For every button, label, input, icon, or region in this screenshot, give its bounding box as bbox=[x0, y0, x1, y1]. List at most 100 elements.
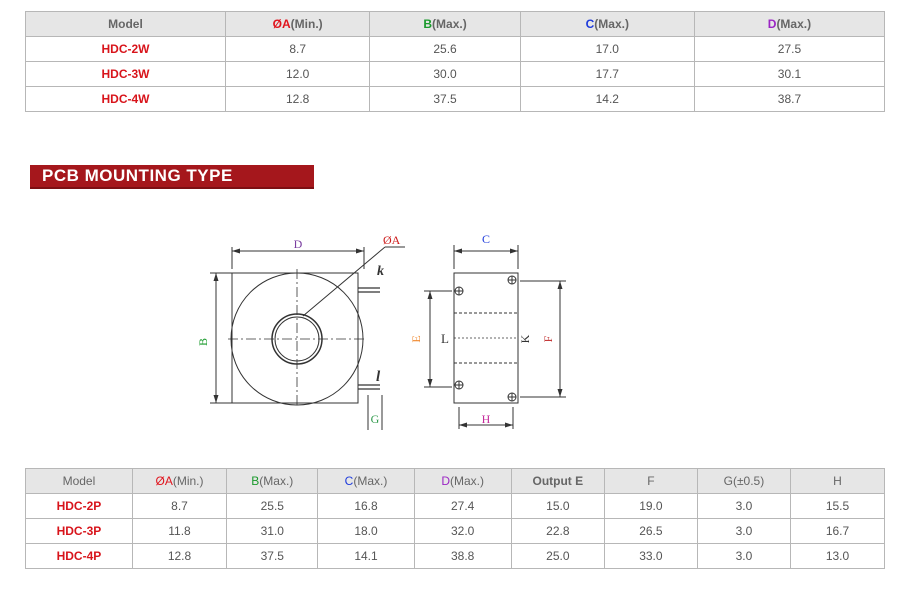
value-cell: 17.7 bbox=[519, 61, 695, 87]
value-cell: 27.4 bbox=[413, 493, 512, 519]
value-cell: 37.5 bbox=[226, 543, 319, 569]
value-cell: 16.8 bbox=[317, 493, 415, 519]
value-cell: 15.0 bbox=[510, 493, 605, 519]
value-cell: 38.7 bbox=[693, 86, 886, 112]
label-k-side: K bbox=[518, 334, 532, 343]
header-label: (Max.) bbox=[432, 17, 467, 31]
column-header: B(Max.) bbox=[369, 11, 521, 37]
column-header: C(Max.) bbox=[317, 468, 415, 494]
header-label: Output E bbox=[532, 474, 584, 488]
column-header: G(±0.5) bbox=[696, 468, 792, 494]
value-cell: 11.8 bbox=[131, 518, 228, 544]
value-cell: 17.0 bbox=[519, 36, 695, 62]
value-cell: 19.0 bbox=[603, 493, 698, 519]
header-letter: B bbox=[423, 17, 433, 31]
header-label: (Min.) bbox=[290, 17, 323, 31]
value-cell: 32.0 bbox=[413, 518, 512, 544]
value-cell: 12.8 bbox=[224, 86, 371, 112]
label-f: F bbox=[541, 335, 555, 342]
value-cell: 13.0 bbox=[790, 543, 885, 569]
model-cell: HDC-3P bbox=[25, 518, 133, 544]
label-l-side: L bbox=[441, 331, 449, 346]
column-header: ØA(Min.) bbox=[131, 468, 228, 494]
value-cell: 25.6 bbox=[369, 36, 521, 62]
header-letter: ØA bbox=[272, 17, 291, 31]
label-g: G bbox=[371, 412, 380, 426]
header-label: (Max.) bbox=[594, 17, 629, 31]
header-label: (Max.) bbox=[776, 17, 812, 31]
model-cell: HDC-4P bbox=[25, 543, 133, 569]
value-cell: 14.2 bbox=[519, 86, 695, 112]
header-label: Model bbox=[108, 17, 143, 31]
value-cell: 15.5 bbox=[790, 493, 885, 519]
value-cell: 3.0 bbox=[696, 518, 792, 544]
value-cell: 27.5 bbox=[693, 36, 886, 62]
value-cell: 22.8 bbox=[510, 518, 605, 544]
column-header: B(Max.) bbox=[226, 468, 319, 494]
label-d: D bbox=[294, 237, 303, 251]
column-header: H bbox=[790, 468, 885, 494]
column-header: Model bbox=[25, 468, 133, 494]
model-cell: HDC-2P bbox=[25, 493, 133, 519]
header-label: (Max.) bbox=[449, 474, 484, 488]
header-label: (Max.) bbox=[353, 474, 388, 488]
model-cell: HDC-3W bbox=[25, 61, 226, 87]
value-cell: 8.7 bbox=[131, 493, 228, 519]
label-k: k bbox=[377, 264, 384, 279]
label-l: l bbox=[376, 369, 381, 385]
value-cell: 25.5 bbox=[226, 493, 319, 519]
section-title: PCB MOUNTING TYPE bbox=[30, 165, 314, 189]
value-cell: 14.1 bbox=[317, 543, 415, 569]
label-b: B bbox=[196, 338, 210, 346]
header-label: (Max.) bbox=[259, 474, 294, 488]
value-cell: 12.0 bbox=[224, 61, 371, 87]
value-cell: 16.7 bbox=[790, 518, 885, 544]
column-header: Output E bbox=[510, 468, 605, 494]
column-header: D(Max.) bbox=[693, 11, 886, 37]
label-e: E bbox=[409, 335, 423, 342]
column-header: Model bbox=[25, 11, 226, 37]
header-letter: ØA bbox=[155, 474, 173, 488]
housing-outline bbox=[231, 272, 359, 404]
dimension-drawing: D ØA k l B G C E L K F H bbox=[196, 232, 566, 430]
value-cell: 30.0 bbox=[369, 61, 521, 87]
header-letter: B bbox=[251, 474, 260, 488]
value-cell: 38.8 bbox=[413, 543, 512, 569]
model-cell: HDC-2W bbox=[25, 36, 226, 62]
header-letter: C bbox=[344, 474, 354, 488]
header-label: (Min.) bbox=[172, 474, 204, 488]
value-cell: 33.0 bbox=[603, 543, 698, 569]
header-letter: C bbox=[585, 17, 595, 31]
header-label: G(±0.5) bbox=[723, 474, 765, 488]
value-cell: 26.5 bbox=[603, 518, 698, 544]
header-letter: D bbox=[441, 474, 450, 488]
label-a: ØA bbox=[383, 233, 401, 247]
label-c: C bbox=[482, 232, 490, 246]
value-cell: 8.7 bbox=[224, 36, 371, 62]
model-cell: HDC-4W bbox=[25, 86, 226, 112]
label-h: H bbox=[482, 412, 491, 426]
header-label: Model bbox=[62, 474, 96, 488]
column-header: D(Max.) bbox=[413, 468, 512, 494]
value-cell: 12.8 bbox=[131, 543, 228, 569]
value-cell: 30.1 bbox=[693, 61, 886, 87]
value-cell: 31.0 bbox=[226, 518, 319, 544]
column-header: ØA(Min.) bbox=[224, 11, 371, 37]
value-cell: 25.0 bbox=[510, 543, 605, 569]
value-cell: 18.0 bbox=[317, 518, 415, 544]
value-cell: 37.5 bbox=[369, 86, 521, 112]
header-letter: D bbox=[767, 17, 777, 31]
value-cell: 3.0 bbox=[696, 543, 792, 569]
column-header: F bbox=[603, 468, 698, 494]
value-cell: 3.0 bbox=[696, 493, 792, 519]
